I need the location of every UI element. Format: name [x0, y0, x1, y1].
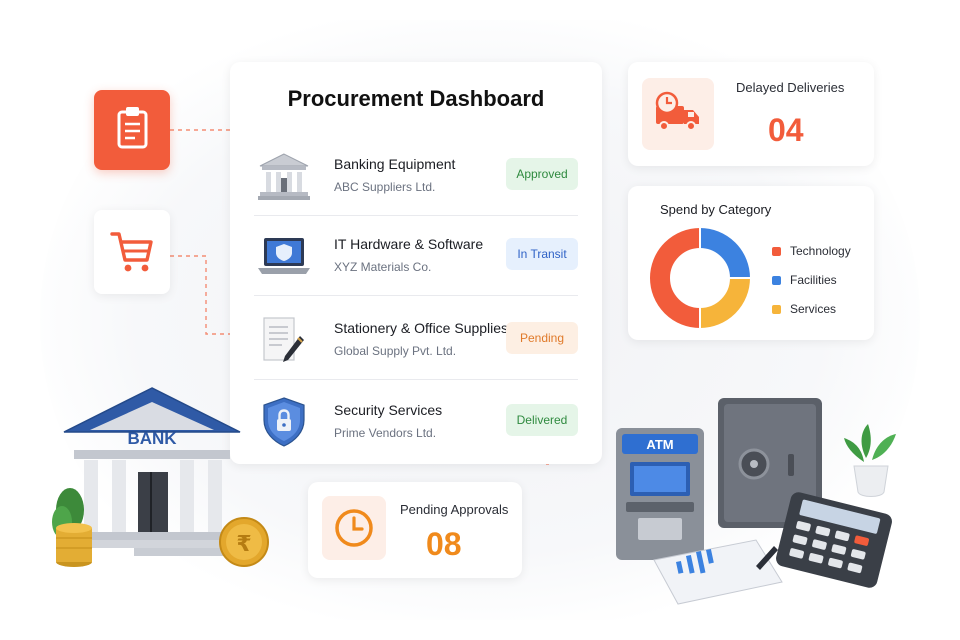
row-divider: [254, 215, 578, 216]
delayed-deliveries-card[interactable]: Delayed Deliveries 04: [628, 62, 874, 166]
item-supplier: ABC Suppliers Ltd.: [334, 180, 436, 194]
connector-cart: [170, 255, 230, 335]
item-name: Banking Equipment: [334, 156, 456, 172]
bank-sign: BANK: [127, 429, 177, 448]
list-item[interactable]: Banking Equipment ABC Suppliers Ltd. App…: [254, 136, 578, 216]
status-badge: In Transit: [506, 238, 578, 270]
status-badge: Approved: [506, 158, 578, 190]
status-badge: Delivered: [506, 404, 578, 436]
chart-title: Spend by Category: [660, 202, 772, 217]
list-item[interactable]: Security Services Prime Vendors Ltd. Del…: [254, 382, 578, 462]
donut-chart: [650, 227, 751, 329]
item-supplier: XYZ Materials Co.: [334, 260, 432, 274]
legend-swatch: [772, 305, 781, 314]
donut-slice-technology: [650, 228, 701, 328]
laptop-shield-icon: [258, 238, 310, 274]
page-title: Procurement Dashboard: [287, 86, 545, 111]
legend-label: Services: [790, 302, 837, 316]
status-badge: Pending: [506, 322, 578, 354]
atm-sign: ATM: [646, 437, 673, 452]
legend-item: Technology: [772, 244, 851, 258]
legend-label: Technology: [790, 244, 851, 258]
list-item[interactable]: IT Hardware & Software XYZ Materials Co.…: [254, 216, 578, 296]
donut-slice-services: [699, 277, 750, 328]
stat-value: 04: [768, 112, 804, 148]
procurement-panel: Procurement Dashboard Banking Equipment …: [230, 62, 602, 464]
legend-swatch: [772, 276, 781, 285]
row-divider: [254, 379, 578, 380]
delivery-icon-box: [642, 78, 714, 150]
legend-swatch: [772, 247, 781, 256]
item-name: IT Hardware & Software: [334, 236, 484, 252]
clock-icon: [335, 509, 373, 547]
list-item[interactable]: Stationery & Office Supplies Global Supp…: [254, 300, 578, 380]
item-supplier: Global Supply Pvt. Ltd.: [334, 344, 457, 358]
rupee-coin: ₹: [236, 532, 251, 557]
legend-item: Facilities: [772, 273, 837, 287]
delivery-truck-clock-icon: [655, 91, 699, 131]
clipboard-tile[interactable]: [94, 90, 170, 170]
stat-label: Pending Approvals: [400, 502, 509, 517]
shield-lock-icon: [263, 397, 305, 447]
bank-illustration: BANK ₹: [52, 387, 269, 567]
legend-item: Services: [772, 302, 836, 316]
finance-illustration: ATM: [616, 398, 896, 605]
item-name: Security Services: [334, 402, 443, 418]
stat-value: 08: [426, 526, 462, 562]
row-divider: [254, 295, 578, 296]
shopping-cart-tile[interactable]: [94, 210, 170, 294]
pending-approvals-card[interactable]: Pending Approvals 08: [308, 482, 522, 578]
bank-building-icon: [258, 153, 310, 200]
stat-label: Delayed Deliveries: [736, 80, 845, 95]
donut-slice-facilities: [699, 228, 750, 279]
item-supplier: Prime Vendors Ltd.: [334, 426, 437, 440]
document-pen-icon: [263, 317, 304, 362]
legend-label: Facilities: [790, 273, 837, 287]
item-name: Stationery & Office Supplies: [334, 320, 509, 336]
shopping-cart-icon: [110, 232, 153, 272]
clock-icon-box: [322, 496, 386, 560]
spend-by-category-card: Spend by Category Technology Facilities …: [628, 186, 874, 340]
clipboard-icon: [117, 107, 148, 149]
